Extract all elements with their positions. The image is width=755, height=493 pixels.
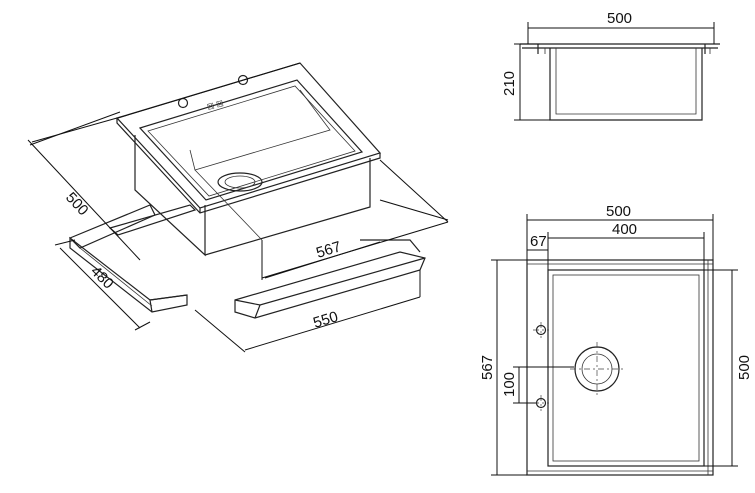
iso-cabinet-depth-label: 480 xyxy=(87,263,117,293)
plan-inner-width-label: 400 xyxy=(612,221,637,238)
iso-dim-bowl-width: 567 xyxy=(261,159,449,280)
iso-depth-label: 500 xyxy=(62,189,92,219)
plan-total-height-label: 567 xyxy=(479,355,496,380)
side-width-label: 500 xyxy=(607,10,632,27)
iso-cabinet-width-label: 550 xyxy=(311,308,340,332)
iso-bowl-width-label: 567 xyxy=(314,238,343,262)
plan-tap-spacing-label: 100 xyxy=(501,372,518,397)
side-view: 500 210 xyxy=(501,10,720,121)
support-boards xyxy=(68,204,426,319)
plan-offset-label: 67 xyxy=(530,233,547,250)
side-height-label: 210 xyxy=(501,71,518,96)
isometric-view: ☒ ☒ 500 567 480 xyxy=(27,62,449,353)
plan-total-width-label: 500 xyxy=(606,203,631,220)
sink-top: ☒ ☒ xyxy=(115,62,382,257)
svg-text:☒ ☒: ☒ ☒ xyxy=(206,99,224,112)
iso-dim-cabinet-width: 550 xyxy=(194,270,421,353)
plan-inner-height-label: 500 xyxy=(736,355,753,380)
plan-view: 500 400 67 567 500 100 xyxy=(479,203,753,476)
iso-dim-cabinet-depth: 480 xyxy=(54,239,151,331)
